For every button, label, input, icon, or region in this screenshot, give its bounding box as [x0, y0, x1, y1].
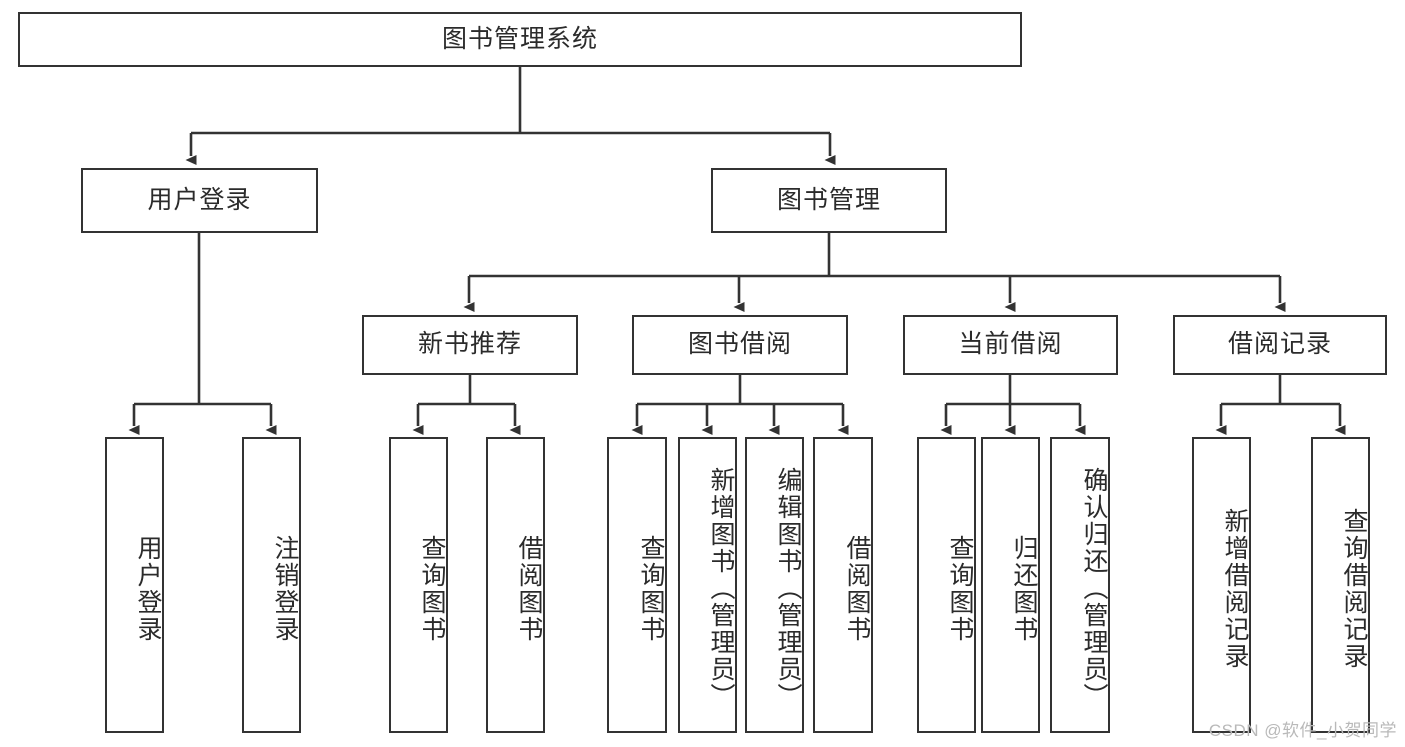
node-root-book-management-system[interactable]: 图书管理系统 [18, 12, 1022, 67]
csdn-watermark: CSDN @软件_小贺同学 [1208, 721, 1397, 740]
node-new-book-recommend[interactable]: 新书推荐 [362, 315, 578, 375]
leaf-new-book-query-book[interactable]: 查询图书 [389, 437, 448, 733]
leaf-current-borrow-query-book[interactable]: 查询图书 [917, 437, 976, 733]
node-borrow-record[interactable]: 借阅记录 [1173, 315, 1387, 375]
leaf-book-borrow-edit-book-admin[interactable]: 编辑图书（管理员） [745, 437, 804, 733]
leaf-user-login-logout[interactable]: 注销登录 [242, 437, 301, 733]
node-user-login[interactable]: 用户登录 [81, 168, 318, 233]
leaf-book-borrow-add-book-admin[interactable]: 新增图书（管理员） [678, 437, 737, 733]
leaf-user-login-login[interactable]: 用户登录 [105, 437, 164, 733]
leaf-book-borrow-borrow-book[interactable]: 借阅图书 [813, 437, 873, 733]
leaf-new-book-borrow-book[interactable]: 借阅图书 [486, 437, 545, 733]
leaf-book-borrow-query-book[interactable]: 查询图书 [607, 437, 667, 733]
leaf-borrow-record-add-record[interactable]: 新增借阅记录 [1192, 437, 1251, 733]
node-current-borrow[interactable]: 当前借阅 [903, 315, 1118, 375]
leaf-borrow-record-query-record[interactable]: 查询借阅记录 [1311, 437, 1370, 733]
leaf-current-borrow-confirm-return-admin[interactable]: 确认归还（管理员） [1050, 437, 1110, 733]
node-book-management[interactable]: 图书管理 [711, 168, 947, 233]
leaf-current-borrow-return-book[interactable]: 归还图书 [981, 437, 1040, 733]
node-book-borrow[interactable]: 图书借阅 [632, 315, 848, 375]
